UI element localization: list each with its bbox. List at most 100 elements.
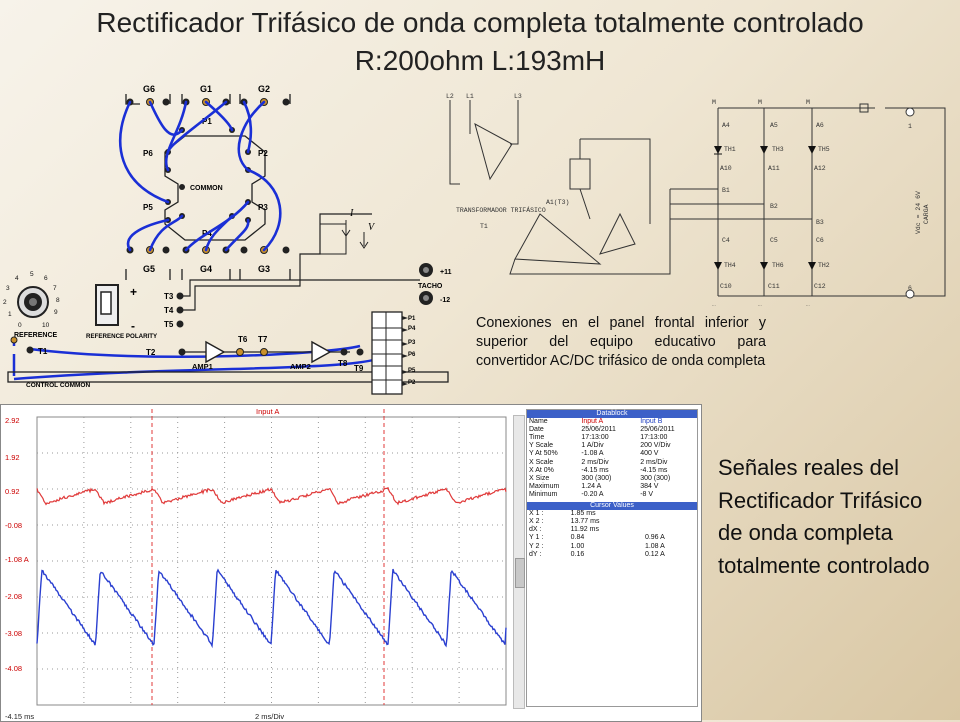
node-a11: A11 [768,165,780,172]
dial-number-2: 2 [3,299,7,306]
t7-label: T7 [258,335,268,344]
table-row: X At 0%-4.15 ms-4.15 ms [527,467,697,475]
node-m3: M [806,99,810,106]
cursor-cell [643,526,697,534]
node-a4: A4 [722,122,730,129]
t9-socket[interactable] [357,349,364,356]
table-row: Y 1 :0.840.96 A [527,534,697,542]
db-cell: 300 (300) [579,475,638,483]
cursor-cell [643,510,697,518]
dial-number-5: 5 [30,271,34,278]
db-cell: 2 ms/Div [638,459,697,467]
db-cell: X At 0% [527,467,579,475]
amp2-label: AMP2 [290,362,311,371]
node-c12: C12 [814,283,826,290]
amp1-label: AMP1 [192,362,213,371]
table-row: X Scale2 ms/Div2 ms/Div [527,459,697,467]
pulse-label-p6: P6 [143,149,153,158]
t6-label: T6 [238,335,248,344]
db-cell: -1.08 A [579,450,638,458]
gate-label-g4: G4 [200,264,212,274]
db-cell: -4.15 ms [638,467,697,475]
scroll-thumb[interactable] [515,558,525,588]
line-l3: L3 [514,93,522,100]
y-label-7: -4.08 [5,664,22,673]
t2-socket[interactable] [179,349,186,356]
dial-number-9: 9 [54,309,58,316]
out-pulse-p5: P5 [408,368,416,374]
trace-input-a [37,488,506,505]
reference-polarity-label: REFERENCE POLARITY [86,333,158,340]
oscilloscope-screen: Input A 2.92 1.92 0.92 -0.08 -1.08 A -2.… [0,404,702,722]
th6-label: TH6 [772,262,784,269]
db-cell: X Scale [527,459,579,467]
db-cell: X Size [527,475,579,483]
db-cell: Y Scale [527,442,579,450]
pulse-label-p5: P5 [143,203,153,212]
db-cell: 25/06/2011 [638,426,697,434]
dial-number-0: 0 [18,322,22,329]
t8-socket[interactable] [341,349,348,356]
vdc-label: Vdc = 24 6V [915,191,922,234]
db-cell: 384 V [638,483,697,491]
t8-label: T8 [338,359,348,368]
t1-socket-a[interactable] [11,337,17,343]
dial-number-7: 7 [53,285,57,292]
node-a6: A6 [816,122,824,129]
t9-label: T9 [354,364,364,373]
dial-number-4: 4 [15,275,19,282]
th1-label: TH1 [724,146,736,153]
db-cell: 25/06/2011 [579,426,638,434]
node-b3: B3 [816,219,824,226]
node-n1: N [712,305,716,306]
dial-number-1: 1 [8,311,12,318]
dial-number-3: 3 [6,285,10,292]
db-head-a: Input A [579,418,638,426]
pulse-label-p2: P2 [258,149,268,158]
line-l1: L1 [466,93,474,100]
cursor-cell: X 2 : [527,518,569,526]
node-m2: M [758,99,762,106]
y-label-5: -2.08 [5,592,22,601]
term-1: 1 [908,123,912,130]
dial-number-8: 8 [56,297,60,304]
table-row: dX :11.92 ms [527,526,697,534]
th4-label: TH4 [724,262,736,269]
input-a-label: Input A [256,407,279,416]
datablock-panel: Datablock Name Input A Input B Date25/06… [526,409,698,707]
t2-label: T2 [146,348,156,357]
datablock-header-row: Name Input A Input B [527,418,697,426]
table-row: Y Scale1 A/Div200 V/Div [527,442,697,450]
db-cell: 200 V/Div [638,442,697,450]
cursor-cell: 0.96 A [643,534,697,542]
node-c6: C6 [816,237,824,244]
t6-socket[interactable] [237,349,244,356]
db-cell: -8 V [638,491,697,499]
common-label: COMMON [190,185,223,192]
polarity-switch[interactable] [96,285,118,325]
t1-label: T1 [38,347,48,356]
db-head-b: Input B [638,418,697,426]
out-pulse-p4: P4 [408,326,416,332]
table-row: X 2 :13.77 ms [527,518,697,526]
db-cell: 400 V [638,450,697,458]
db-cell: 17:13:00 [638,434,697,442]
cursor-table: X 1 :1.85 ms X 2 :13.77 ms dX :11.92 ms … [527,510,697,559]
db-cell: Maximum [527,483,579,491]
t1-socket-b[interactable] [27,347,34,354]
scope-scrollbar[interactable] [513,415,525,709]
t7-socket[interactable] [261,349,268,356]
cursor-cell: 13.77 ms [569,518,643,526]
gate-label-g5: G5 [143,264,155,274]
reference-polarity-text: REFERENCE POLARITY [86,333,158,340]
pulse-label-p3: P3 [258,203,268,212]
reference-dial[interactable] [18,287,48,317]
cursor-cell: 1.85 ms [569,510,643,518]
control-common-label: CONTROL COMMON [26,382,90,389]
db-cell: 1 A/Div [579,442,638,450]
cursor-cell: dY : [527,551,569,559]
page-title: Rectificador Trifásico de onda completa … [0,6,960,40]
y-label-2: 0.92 [5,487,20,496]
out-pulse-p2: P2 [408,380,416,386]
node-c5: C5 [770,237,778,244]
